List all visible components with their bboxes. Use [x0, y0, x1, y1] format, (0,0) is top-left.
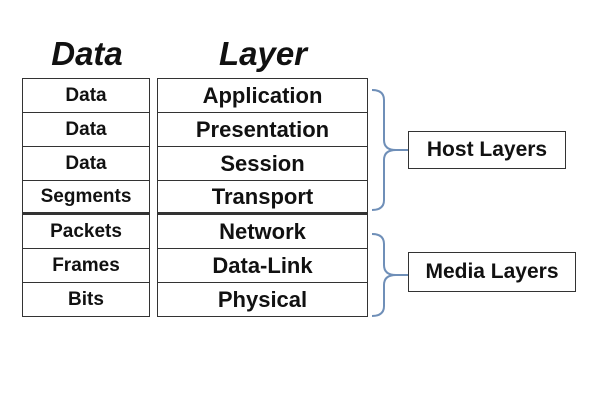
- media-layers-label: Media Layers: [408, 252, 576, 292]
- data-cell-physical: Bits: [22, 282, 150, 317]
- layer-column: Application Presentation Session Transpo…: [157, 78, 368, 317]
- layer-cell-transport: Transport: [157, 180, 368, 215]
- data-cell-network: Packets: [22, 214, 150, 249]
- layer-column-header: Layer: [218, 35, 308, 72]
- data-unit-column: Data Data Data Segments Packets Frames B…: [22, 78, 150, 317]
- data-cell-application: Data: [22, 78, 150, 113]
- layer-cell-data-link: Data-Link: [157, 248, 368, 283]
- data-column-header: Data: [51, 35, 123, 72]
- layer-cell-physical: Physical: [157, 282, 368, 317]
- media-layers-brace: [371, 233, 408, 317]
- data-cell-data-link: Frames: [22, 248, 150, 283]
- data-cell-transport: Segments: [22, 180, 150, 215]
- layer-cell-network: Network: [157, 214, 368, 249]
- data-cell-presentation: Data: [22, 112, 150, 147]
- layer-cell-session: Session: [157, 146, 368, 181]
- host-layers-brace: [371, 89, 408, 211]
- data-cell-session: Data: [22, 146, 150, 181]
- host-layers-label: Host Layers: [408, 131, 566, 169]
- layer-cell-presentation: Presentation: [157, 112, 368, 147]
- layer-cell-application: Application: [157, 78, 368, 113]
